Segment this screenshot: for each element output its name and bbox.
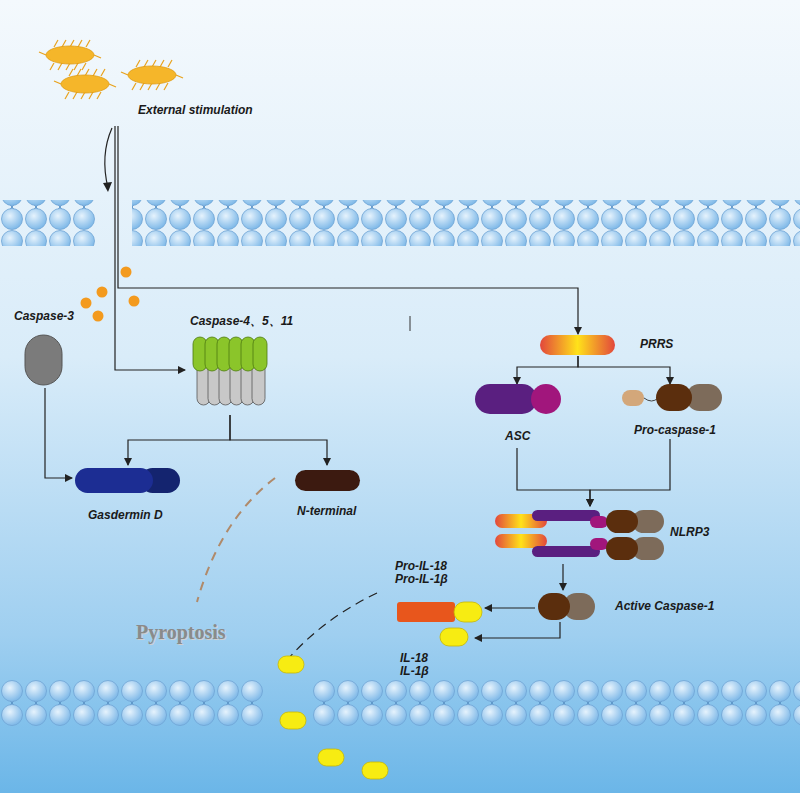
active-caspase1: Active Caspase-1	[535, 590, 735, 622]
asc-adaptor: ASC	[470, 384, 565, 448]
node-label: NLRP3	[670, 526, 709, 539]
stimulus-bacteria: External stimulation	[40, 38, 272, 126]
pyroptosis-label: Pyroptosis	[136, 621, 226, 644]
pathway-arrow	[485, 607, 535, 608]
pathway-arrow	[578, 356, 670, 384]
released-cytokines	[278, 656, 388, 779]
signal-dots	[81, 267, 140, 322]
mature-cytokine: IL-18 IL-1β	[395, 626, 475, 680]
node-label: ASC	[505, 430, 530, 443]
node-label: Gasdermin D	[88, 509, 163, 522]
pathway-arrow	[230, 415, 327, 465]
release-dash	[282, 593, 377, 666]
pyroptosis-dash	[197, 478, 275, 602]
node-label: Caspase-4、5、11	[190, 315, 293, 328]
n-terminal-fragment: N-terminal	[290, 465, 365, 523]
pathway-arrow	[115, 126, 185, 370]
pathway-arrow	[517, 448, 590, 506]
pro-cytokine: Pro-IL-18 Pro-IL-1β	[390, 560, 485, 622]
nlrp3-inflammasome: NLRP3	[492, 506, 717, 564]
node-label: Pro-caspase-1	[634, 424, 716, 437]
entry-arrow	[103, 128, 112, 192]
caspase-complex: Caspase-4、5、11	[185, 313, 310, 415]
pathway-arrow	[517, 356, 578, 384]
node-label: IL-18 IL-1β	[400, 652, 444, 678]
node-label: External stimulation	[138, 104, 253, 117]
pathway-arrow	[118, 126, 578, 334]
pathway-arrow	[590, 439, 670, 506]
upper-membrane	[0, 200, 800, 246]
node-label: Pro-IL-18 Pro-IL-1β	[395, 560, 467, 586]
pathway-arrow	[128, 415, 230, 465]
pathway-arrow	[45, 388, 72, 478]
pathway-arrow	[562, 564, 563, 590]
node-label: Active Caspase-1	[615, 600, 714, 613]
procaspase1-protein: Pro-caspase-1	[622, 384, 722, 439]
pathway-arrow	[475, 622, 560, 638]
gasdermin-protein: Gasdermin D	[72, 465, 187, 527]
shape-art	[185, 313, 310, 415]
caspase3-protein: Caspase-3	[12, 308, 87, 388]
node-label: Caspase-3	[14, 310, 74, 323]
node-label: PRRS	[640, 338, 673, 351]
lower-membrane	[0, 680, 800, 726]
node-label: N-terminal	[297, 505, 356, 518]
tick-mark	[410, 316, 411, 331]
prrs-receptor: PRRS	[540, 334, 680, 356]
